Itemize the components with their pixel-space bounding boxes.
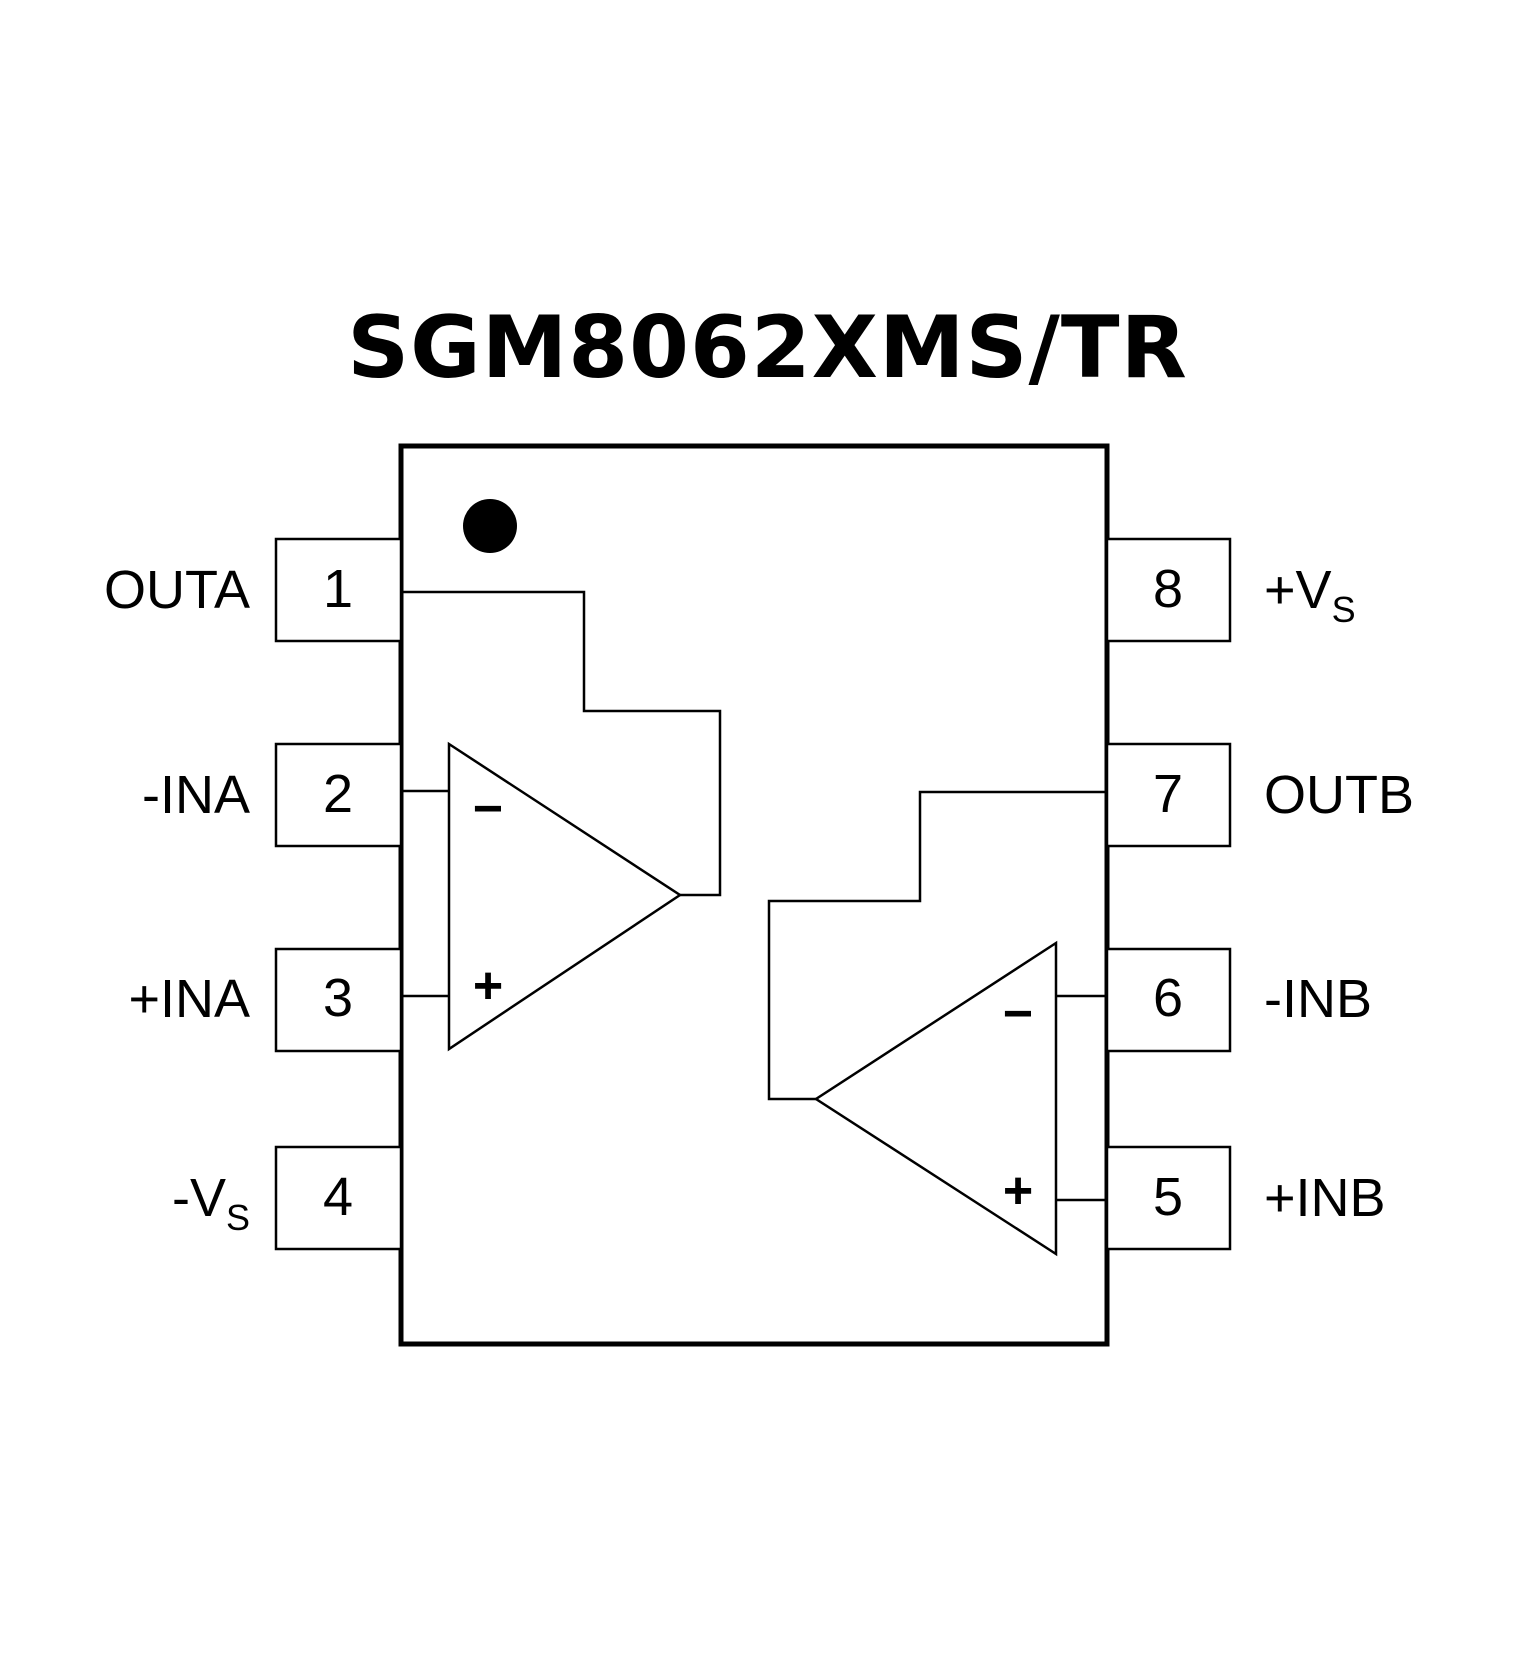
pin-number-5: 5: [1153, 1167, 1183, 1227]
pin-number-6: 6: [1153, 968, 1183, 1028]
pin-label-vs-minus-main: -V: [172, 1168, 226, 1228]
opamp-b-triangle: [813, 940, 1058, 1257]
pin-label-vs-plus: +VS: [1264, 560, 1356, 630]
pin-box-3: [274, 947, 403, 1053]
pin-number-2: 2: [323, 764, 353, 824]
pin-label-ina-minus: -INA: [142, 765, 250, 825]
pin-number-1: 1: [323, 559, 353, 619]
pin-label-inb-plus: +INB: [1264, 1168, 1386, 1228]
pin1-indicator-dot: [463, 499, 517, 553]
pin-label-ina-plus: +INA: [128, 969, 250, 1029]
pin-box-7: [1105, 742, 1232, 848]
pin-label-inb-minus: -INB: [1264, 969, 1372, 1029]
pin-box-1: [274, 537, 403, 643]
pin-number-7: 7: [1153, 764, 1183, 824]
pin-box-8: [1105, 537, 1232, 643]
pin-box-2: [274, 742, 403, 848]
opamp-a-plus-sign: +: [473, 957, 503, 1015]
pin-label-vs-plus-main: +V: [1264, 560, 1332, 620]
pin-label-vs-minus: -VS: [172, 1168, 250, 1238]
diagram-title: SGM8062XMS/TR: [347, 298, 1188, 398]
pin-number-3: 3: [323, 968, 353, 1028]
ic-body: [398, 443, 1110, 1347]
pin-box-4: [274, 1145, 403, 1251]
pin-label-outb: OUTB: [1264, 765, 1414, 825]
wire-outa-feedback: [401, 590, 722, 897]
pin-box-5: [1105, 1145, 1232, 1251]
wire-outb-feedback: [767, 790, 1107, 1101]
opamp-b-minus-sign: −: [1003, 985, 1033, 1043]
opamp-b-plus-sign: +: [1003, 1162, 1033, 1220]
opamp-a-triangle: [447, 741, 683, 1052]
opamp-a-minus-sign: −: [473, 780, 503, 838]
pin-number-8: 8: [1153, 559, 1183, 619]
pin-number-4: 4: [323, 1167, 353, 1227]
pin-box-6: [1105, 947, 1232, 1053]
pin-label-outa: OUTA: [104, 560, 250, 620]
pin-label-vs-minus-sub: S: [226, 1197, 250, 1238]
pin-label-vs-plus-sub: S: [1332, 589, 1356, 630]
